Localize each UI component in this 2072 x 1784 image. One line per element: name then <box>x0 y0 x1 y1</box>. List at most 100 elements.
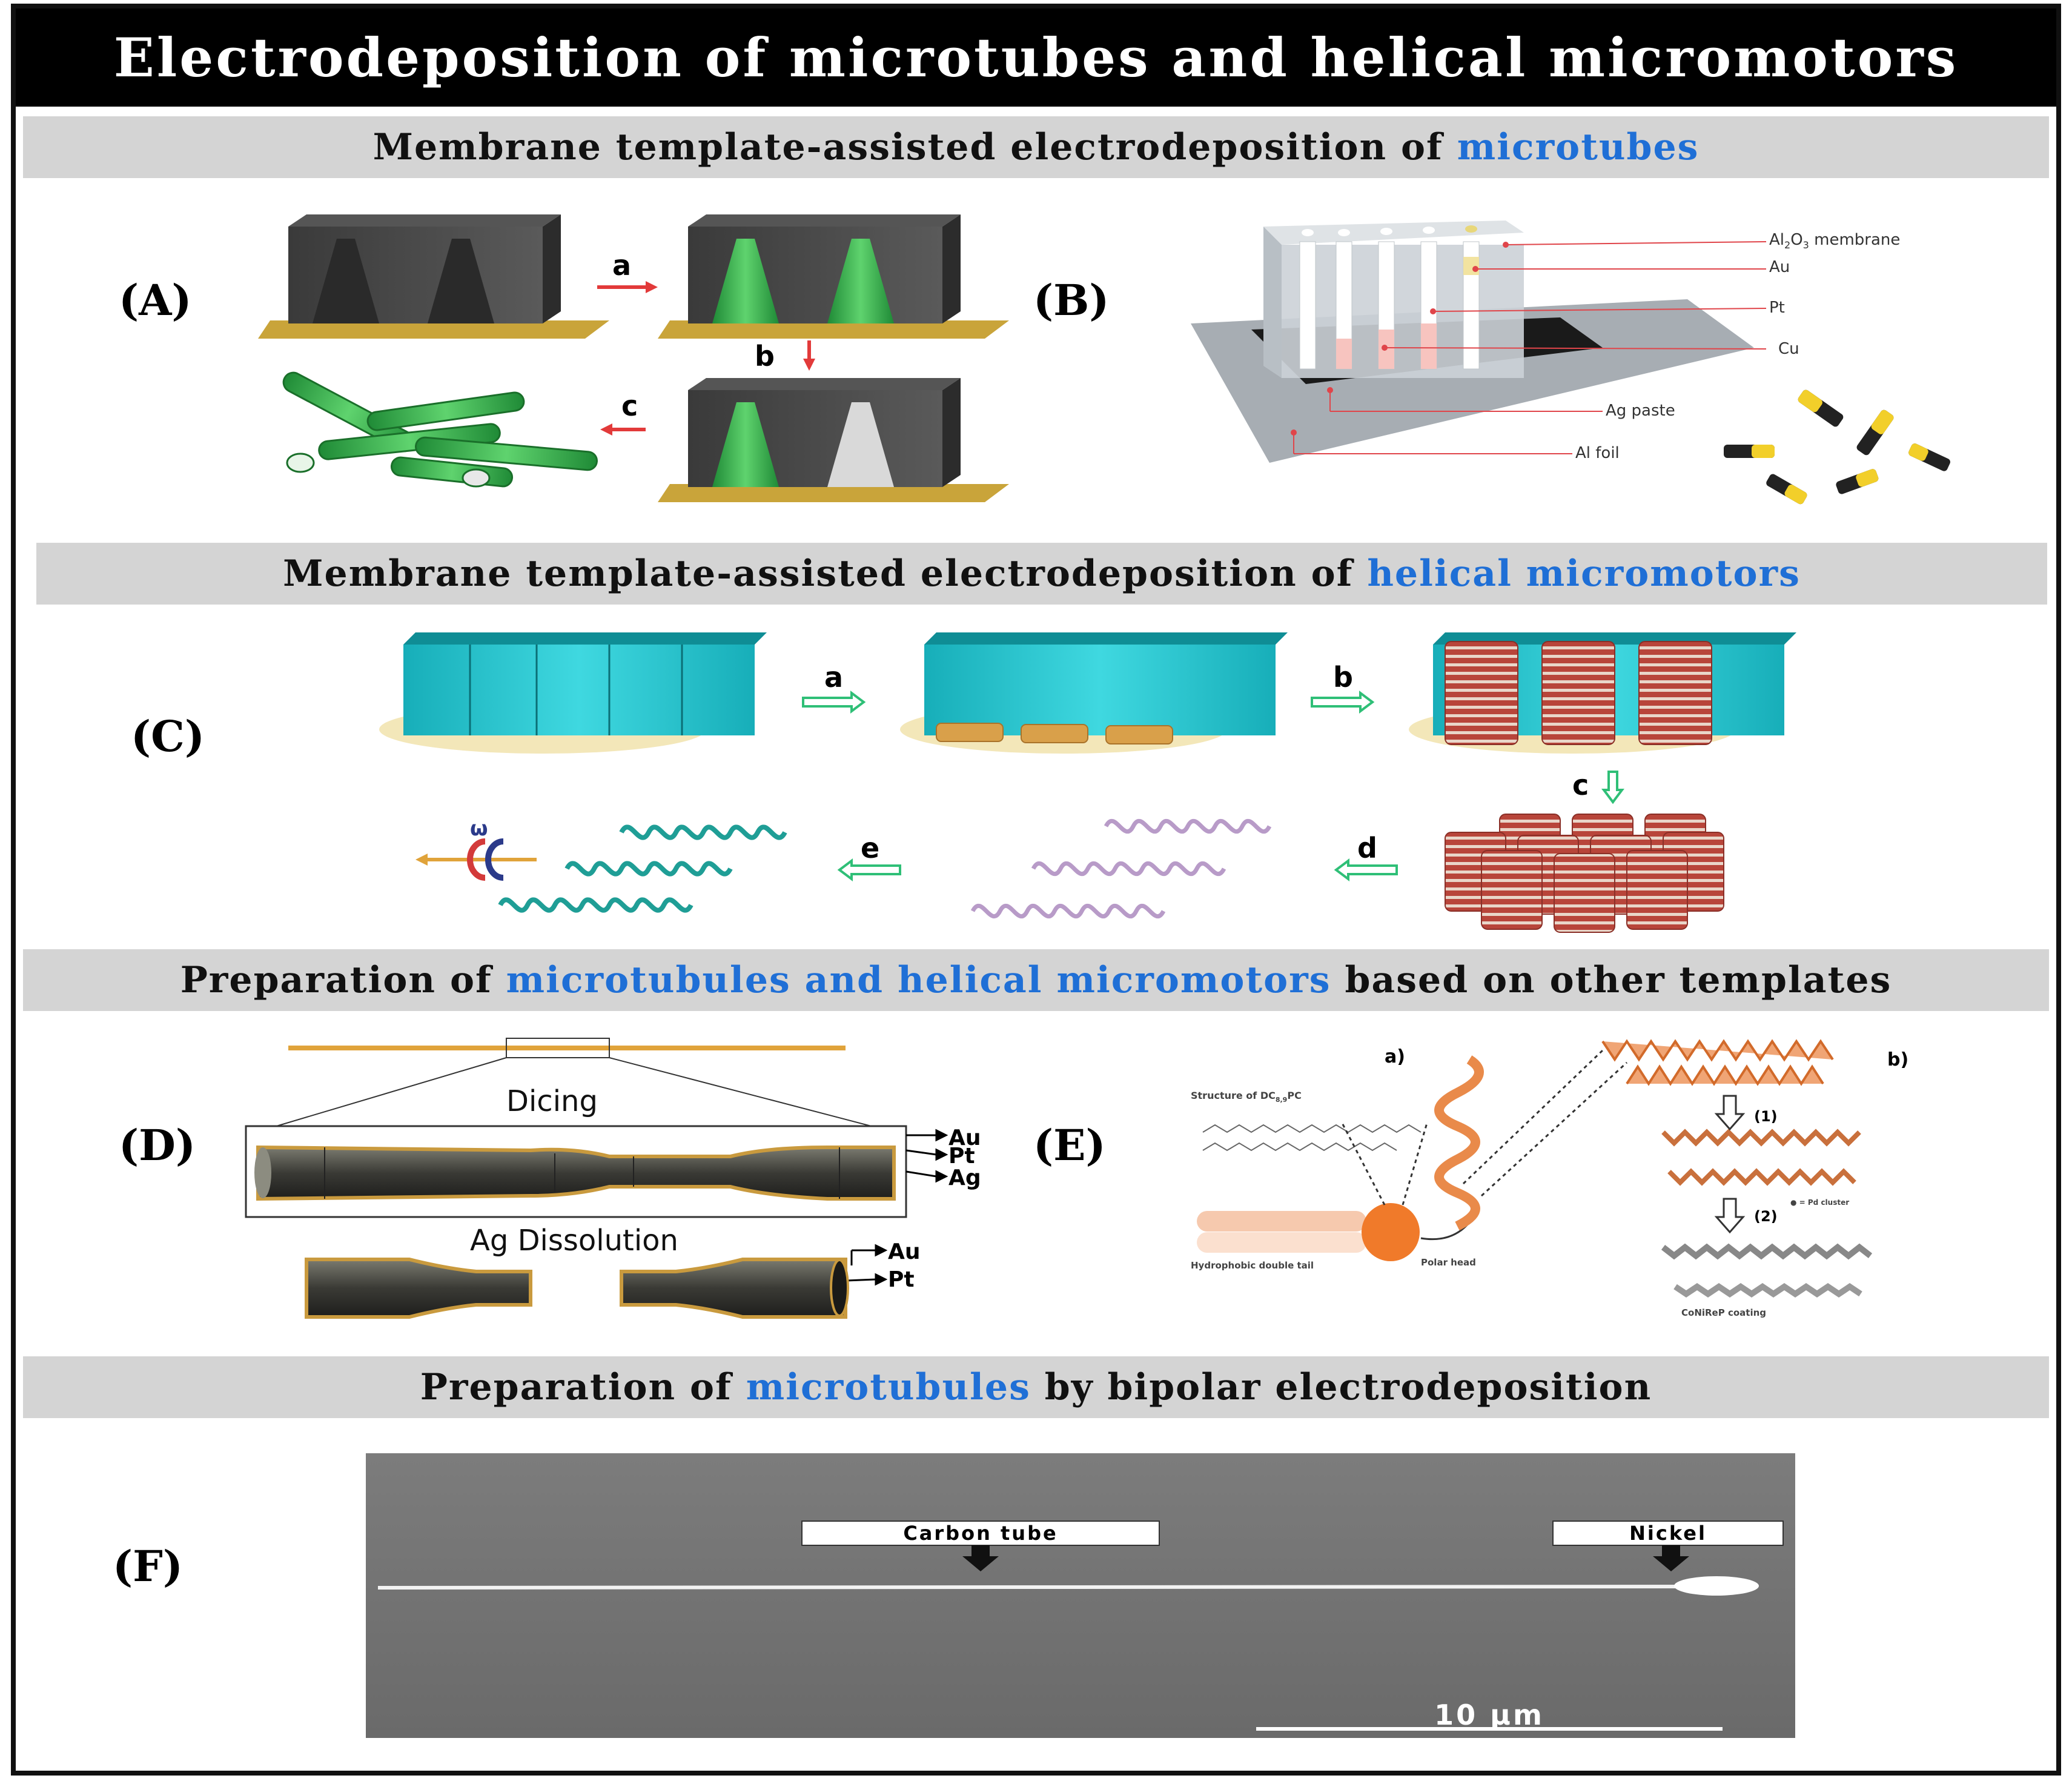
section-highlight: helical micromotors <box>1367 552 1801 595</box>
template-3 <box>1409 632 1796 754</box>
polar-head <box>1362 1203 1420 1261</box>
zoom-box <box>506 1038 610 1058</box>
head-label: Polar head <box>1421 1257 1476 1268</box>
template-block-1 <box>258 214 609 339</box>
sem-background <box>366 1453 1795 1738</box>
tail-label: Hydrophobic double tail <box>1191 1260 1314 1271</box>
step-a-label: a <box>612 249 631 282</box>
section-header-other-templates: Preparation of microtubules and helical … <box>23 949 2049 1011</box>
d-label-ag: Ag <box>948 1166 981 1190</box>
c-step-d-label: d <box>1357 832 1377 864</box>
c-arrow-e: e <box>837 832 901 881</box>
d-label-pt-2: Pt <box>888 1267 915 1292</box>
figure-title: Electrodeposition of microtubes and heli… <box>16 8 2056 107</box>
callout-dots <box>1291 242 1509 436</box>
segmented-tube <box>256 1145 896 1201</box>
coating-label: CoNiReP coating <box>1681 1307 1766 1318</box>
section-highlight: microtubules <box>746 1366 1031 1408</box>
green-microtubes <box>282 371 598 488</box>
ag-dissolution-label: Ag Dissolution <box>470 1224 678 1258</box>
panel-f-sem-image: Carbon tube Nickel 10 μm <box>366 1453 1795 1738</box>
al2o3-membrane <box>1263 221 1524 378</box>
helical-ribbon <box>1434 1055 1484 1231</box>
label-al2o3-membrane: Al2O3 membrane <box>1769 231 1900 251</box>
carbon-tube-line <box>377 1585 1699 1590</box>
step-b-arrow: b <box>755 340 815 373</box>
d-label-au-2: Au <box>888 1239 921 1264</box>
section-highlight: microtubes <box>1457 126 1700 168</box>
step-c-arrow: c <box>600 390 646 436</box>
panel-label-b: (B) <box>1033 275 1110 325</box>
section-highlight: microtubules and helical micromotors <box>506 959 1331 1001</box>
section-header-microtubes: Membrane template-assisted electrodeposi… <box>23 116 2049 178</box>
e-label-a: a) <box>1385 1046 1405 1067</box>
scale-label: 10 μm <box>1434 1699 1544 1731</box>
d-arrows <box>845 1129 948 1286</box>
step-c-label: c <box>621 390 638 422</box>
panel-label-c: (C) <box>131 711 205 761</box>
released-coils-stack <box>1445 814 1724 933</box>
panel-a-diagram: a b c <box>258 214 1009 502</box>
panel-label-a: (A) <box>119 275 192 325</box>
section-text: Preparation of <box>180 959 506 1001</box>
section-text: Preparation of <box>420 1366 746 1408</box>
nickel-label: Nickel <box>1629 1522 1707 1545</box>
template-block-2 <box>658 214 1009 339</box>
lipid-chain-2 <box>1202 1142 1397 1152</box>
step2-label: (2) <box>1754 1208 1778 1225</box>
step-a-arrow: a <box>597 249 658 293</box>
panel-b-diagram: Al2O3 membrane Au Pt Cu Ag paste Al foil <box>1191 221 1950 505</box>
label-ag-paste: Ag paste <box>1606 402 1675 420</box>
c-step-a-label: a <box>824 661 843 694</box>
tail-1 <box>1197 1211 1366 1232</box>
template-2 <box>900 632 1288 754</box>
pd-cluster-label: ● = Pd cluster <box>1790 1198 1849 1207</box>
panel-label-d: (D) <box>119 1120 196 1170</box>
tube-piece-right <box>620 1258 847 1319</box>
carbon-tube-label: Carbon tube <box>903 1522 1058 1545</box>
section-text-end: by bipolar electrodeposition <box>1030 1366 1652 1408</box>
c-arrow-c: c <box>1572 769 1624 804</box>
panel-e-diagram: a) b) Structure of DC8,9PC Hydrophobic d… <box>1191 1039 1908 1318</box>
c-step-b-label: b <box>1333 661 1353 694</box>
teal-helices <box>498 824 787 913</box>
template-1 <box>379 632 767 754</box>
d-label-pt: Pt <box>948 1144 975 1169</box>
c-arrow-a: a <box>802 661 866 714</box>
c-arrow-d: d <box>1334 832 1398 881</box>
tube-piece-left <box>305 1258 532 1319</box>
label-al-foil: Al foil <box>1575 444 1620 462</box>
section-text: Membrane template-assisted electrodeposi… <box>372 126 1457 168</box>
rotation-indicator: ω <box>415 817 537 881</box>
carbon-tube-label-box <box>801 1520 1160 1546</box>
omega-label: ω <box>470 817 488 841</box>
panel-d-diagram: Dicing Au Pt Ag Ag Dissolution Au Pt <box>245 1038 981 1319</box>
nickel-tip <box>1674 1576 1759 1596</box>
panel-c-diagram: a b c <box>379 632 1796 933</box>
c-step-c-label: c <box>1572 769 1589 801</box>
lavender-helices <box>970 819 1272 918</box>
panel-label-f: (F) <box>113 1541 183 1591</box>
lipid-chain-1 <box>1202 1124 1422 1133</box>
d-label-au: Au <box>948 1126 981 1150</box>
nickel-label-box <box>1552 1520 1784 1546</box>
nanorods <box>1724 390 1950 505</box>
step1-label: (1) <box>1754 1108 1778 1125</box>
section-header-helical: Membrane template-assisted electrodeposi… <box>36 543 2047 605</box>
label-au: Au <box>1769 258 1790 276</box>
e-label-b: b) <box>1887 1049 1908 1070</box>
structure-label: Structure of DC8,9PC <box>1191 1090 1302 1104</box>
section-text: Membrane template-assisted electrodeposi… <box>283 552 1368 595</box>
panel-label-e: (E) <box>1033 1120 1106 1170</box>
callout-lines <box>1293 241 1767 454</box>
dicing-label: Dicing <box>506 1084 598 1118</box>
section-text-end: based on other templates <box>1331 959 1892 1001</box>
section-header-bipolar: Preparation of microtubules by bipolar e… <box>23 1356 2049 1418</box>
c-step-e-label: e <box>861 832 879 864</box>
figure-frame: Electrodeposition of microtubes and heli… <box>11 4 2061 1776</box>
step-b-label: b <box>755 340 775 373</box>
label-pt: Pt <box>1769 299 1785 317</box>
c-arrow-b: b <box>1311 661 1375 714</box>
tail-2 <box>1197 1232 1366 1253</box>
template-block-3 <box>658 378 1009 502</box>
